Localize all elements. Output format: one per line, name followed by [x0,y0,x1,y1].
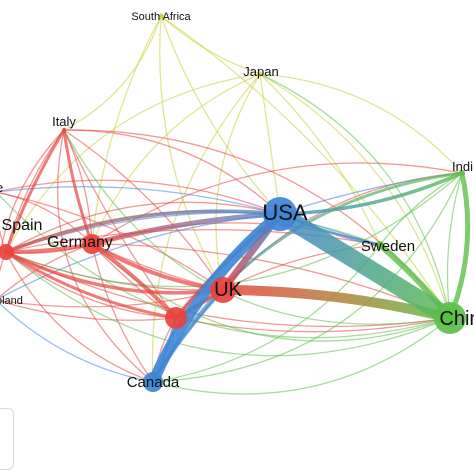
network-link [160,15,281,215]
network-link [0,129,65,258]
node-label-italy: Italy [52,114,76,129]
network-link [175,317,451,333]
network-link [5,172,463,288]
node-label-germany: Germany [47,234,113,251]
edge-layer [0,15,471,395]
node-germany[interactable] [82,234,102,254]
network-link [4,128,66,254]
node-usa[interactable] [263,197,297,231]
node-red-unlabeled[interactable] [165,307,187,329]
network-link [259,73,281,215]
network-link [5,251,154,383]
network-link [159,15,224,291]
node-spain[interactable] [0,244,14,260]
network-link [4,250,225,295]
network-link [5,251,177,319]
network-link [271,205,459,327]
network-link [5,201,281,253]
network-link [63,129,224,291]
network-link [5,251,451,357]
network-link [4,209,282,254]
node-label-france: e [0,180,3,195]
node-canada[interactable] [143,372,163,392]
network-link [4,250,178,320]
network-link [63,15,162,131]
network-link [152,317,451,395]
network-link [446,172,463,319]
node-label-canada: Canada [127,374,180,391]
node-label-india: Indi [452,159,473,174]
network-link [215,73,261,291]
node-india[interactable] [459,170,465,176]
network-link [0,195,451,339]
network-link [91,73,261,245]
node-layer [0,13,466,392]
node-japan[interactable] [258,72,262,76]
network-link [259,73,451,319]
node-label-china: Chin [439,308,474,330]
network-link [259,73,451,319]
network-link [0,300,177,321]
network-link [91,243,154,383]
node-label-spain: Spain [2,217,43,234]
node-label-uk: UK [214,279,242,301]
node-label-poland: oland [0,295,23,307]
network-link [218,285,455,323]
network-link [447,170,471,321]
network-link [90,242,178,320]
node-sweden[interactable] [376,241,384,249]
node-italy[interactable] [62,128,66,132]
node-label-sweden: Sweden [361,238,415,255]
network-link [62,128,94,246]
node-label-south-africa: South Africa [131,11,191,23]
network-link [0,302,154,383]
network-link [56,129,154,383]
network-link [89,211,283,247]
node-label-usa: USA [262,200,308,225]
network-link [278,171,464,216]
network-link [152,172,463,383]
network-link [259,73,463,174]
network-link [160,15,451,319]
node-china[interactable] [434,302,466,334]
network-link [259,73,381,246]
panel-handle[interactable] [0,408,14,470]
network-link [147,208,286,388]
node-south-africa[interactable] [158,13,164,19]
node-uk[interactable] [210,277,236,303]
node-label-japan: Japan [243,64,278,79]
network-link [91,15,162,245]
